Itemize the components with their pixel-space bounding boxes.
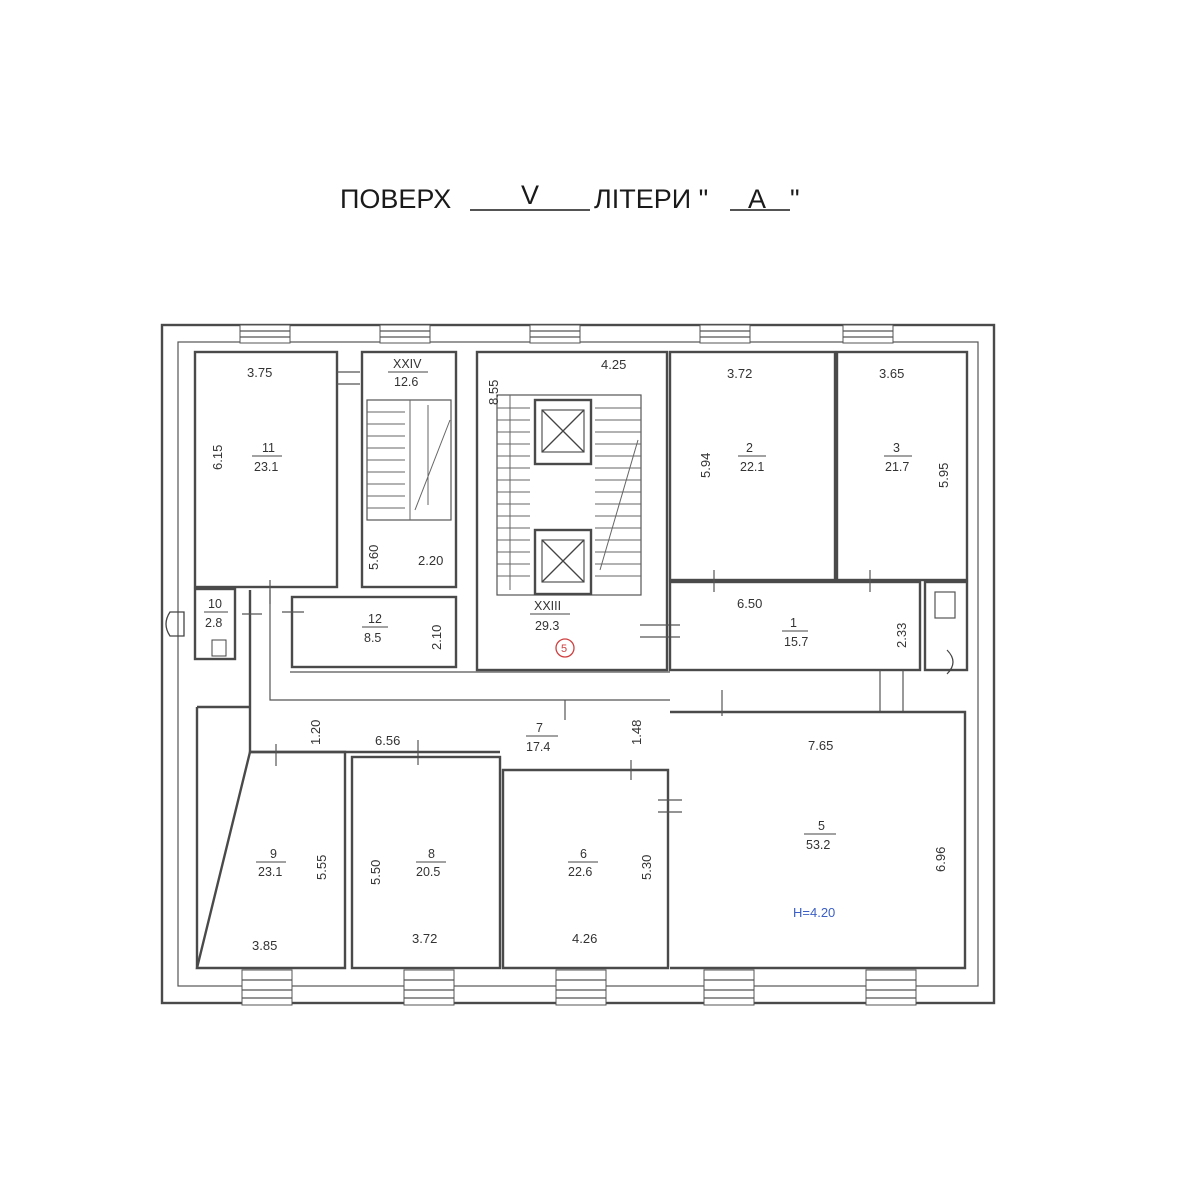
room-10: 10 2.8 — [193, 587, 237, 661]
room-8-length: 5.50 — [368, 860, 383, 885]
room-9-number: 9 — [270, 847, 277, 861]
title-suffix: " — [790, 184, 800, 214]
room-1-number: 1 — [790, 616, 797, 630]
room-XXIV-number: XXIV — [393, 357, 422, 371]
room-8-area: 20.5 — [416, 865, 440, 879]
room-7-number: 7 — [536, 721, 543, 735]
room-11-width: 3.75 — [247, 365, 272, 380]
room-9-width: 3.85 — [252, 938, 277, 953]
room-7-corridor: 1.20 6.56 7 17.4 1.48 — [290, 671, 670, 754]
room-11-area: 23.1 — [254, 460, 278, 474]
section-marker-circle — [555, 638, 575, 658]
room-1: 6.50 1 15.7 2.33 — [668, 580, 922, 672]
title-letter: А — [748, 184, 766, 214]
room-3-area: 21.7 — [885, 460, 909, 474]
room-XXIV-area: 12.6 — [394, 375, 418, 389]
room-7-length: 1.48 — [629, 720, 644, 745]
windows-top — [239, 324, 894, 344]
room-3-width: 3.65 — [879, 366, 904, 381]
room-11-length: 6.15 — [210, 445, 225, 470]
window — [239, 324, 291, 344]
room-12-area: 8.5 — [364, 631, 381, 645]
room-7-aux-dim: 1.20 — [308, 720, 323, 745]
room-2-number: 2 — [746, 441, 753, 455]
outer-wall — [160, 323, 996, 1005]
room-1-area: 15.7 — [784, 635, 808, 649]
window — [403, 969, 455, 1006]
room-5-area: 53.2 — [806, 838, 830, 852]
title-floor: V — [521, 180, 539, 210]
room-2-length: 5.94 — [698, 453, 713, 478]
room-XXIV-length: 5.60 — [366, 545, 381, 570]
window — [529, 324, 581, 344]
room-5-width: 7.65 — [808, 738, 833, 753]
window — [379, 324, 431, 344]
room-XXIII-width: 4.25 — [601, 357, 626, 372]
room-XXIII-stairs: 4.25 8.55 XXIII 29.3 5 — [475, 350, 669, 672]
toilet-icon-right — [946, 649, 954, 675]
room-XXIII-length: 8.55 — [486, 380, 501, 405]
plan-title: ПОВЕРХ V ЛІТЕРИ " А " — [340, 180, 800, 214]
room-12-number: 12 — [368, 612, 382, 626]
room-2: 3.72 5.94 2 22.1 — [668, 350, 837, 582]
sink-icon — [211, 639, 227, 657]
elevator-shaft-lower — [533, 528, 593, 596]
room-12-length: 2.10 — [429, 625, 444, 650]
window — [699, 324, 751, 344]
inner-wall — [177, 341, 979, 987]
room-11: 3.75 6.15 11 23.1 — [193, 350, 339, 589]
room-5-number: 5 — [818, 819, 825, 833]
room-7-area: 17.4 — [526, 740, 550, 754]
room-3-length: 5.95 — [936, 463, 951, 488]
window — [865, 969, 917, 1006]
room-5: 7.65 5 53.2 6.96 H=4.20 — [670, 710, 967, 970]
room-1-width: 6.50 — [737, 596, 762, 611]
title-prefix: ПОВЕРХ — [340, 184, 451, 214]
room-5-length: 6.96 — [933, 847, 948, 872]
room-6-number: 6 — [580, 847, 587, 861]
room-XXIV-width: 2.20 — [418, 553, 443, 568]
corridor-wall-inner — [269, 590, 670, 701]
room-6-width: 4.26 — [572, 931, 597, 946]
room-9-area: 23.1 — [258, 865, 282, 879]
room-5-ceiling-height: H=4.20 — [793, 905, 835, 920]
room-9-length: 5.55 — [314, 855, 329, 880]
room-1-length: 2.33 — [894, 623, 909, 648]
room-6-area: 22.6 — [568, 865, 592, 879]
windows-bottom — [241, 969, 917, 1006]
room-3: 3.65 5.95 3 21.7 — [835, 350, 969, 582]
room-XXIII-number: XXIII — [534, 599, 561, 613]
room-2-area: 22.1 — [740, 460, 764, 474]
section-marker: 5 — [561, 643, 567, 655]
room-11-number: 11 — [262, 441, 275, 455]
window — [555, 969, 607, 1006]
room-7-width: 6.56 — [375, 733, 400, 748]
room-3-number: 3 — [893, 441, 900, 455]
room-8-number: 8 — [428, 847, 435, 861]
wc-right — [923, 580, 969, 675]
room-6-length: 5.30 — [639, 855, 654, 880]
room-10-number: 10 — [208, 597, 222, 611]
room-8: 8 20.5 5.50 3.72 — [350, 755, 502, 970]
room-8-width: 3.72 — [412, 931, 437, 946]
window — [842, 324, 894, 344]
elevator-shaft-upper — [533, 398, 593, 466]
window — [703, 969, 755, 1006]
room-9: 9 23.1 5.55 3.85 — [195, 705, 347, 970]
room-6: 6 22.6 5.30 4.26 — [501, 768, 670, 970]
room-2-width: 3.72 — [727, 366, 752, 381]
room-12: 12 8.5 2.10 — [290, 595, 458, 669]
room-10-area: 2.8 — [205, 616, 222, 630]
room-XXIV-stairs: XXIV 12.6 5.60 2.20 — [360, 350, 458, 589]
room-XXIII-area: 29.3 — [535, 619, 559, 633]
toilet-icon — [165, 611, 185, 637]
title-middle: ЛІТЕРИ " — [594, 184, 708, 214]
window — [241, 969, 293, 1006]
